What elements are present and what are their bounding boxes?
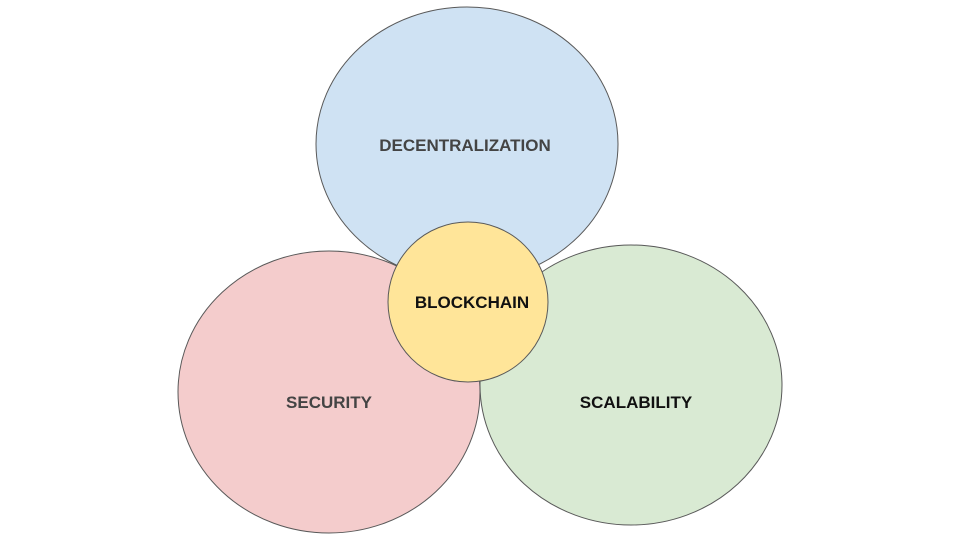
- blockchain-circle: [387, 221, 549, 383]
- decentralization-label: DECENTRALIZATION: [379, 136, 551, 155]
- security-label: SECURITY: [286, 393, 373, 412]
- blockchain-label: BLOCKCHAIN: [415, 293, 529, 312]
- scalability-circle: [479, 244, 783, 526]
- scalability-label: SCALABILITY: [580, 393, 693, 412]
